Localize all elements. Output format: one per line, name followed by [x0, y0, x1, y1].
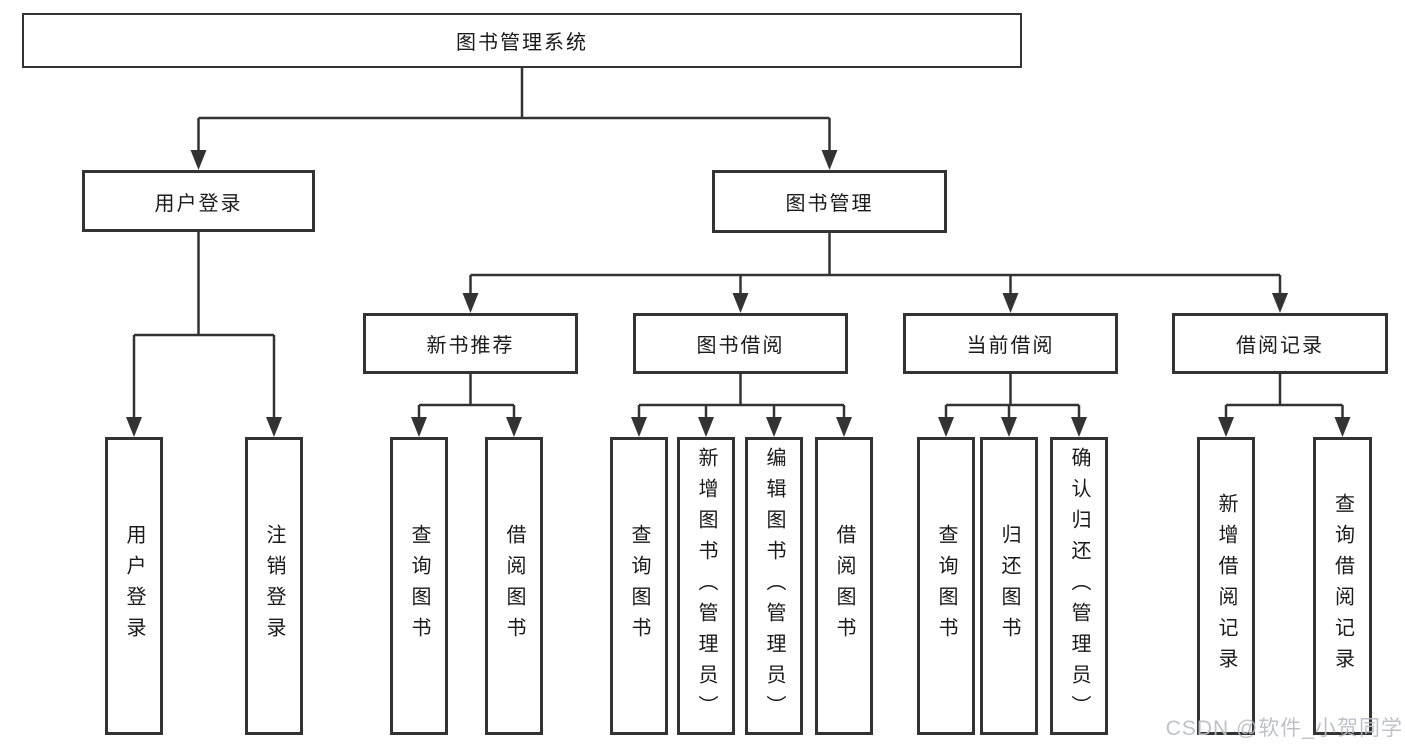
- leaf-query-borrow-record-label: 查询借阅记录: [1331, 493, 1354, 679]
- leaf-query-books-current: 查询图书: [917, 437, 975, 735]
- leaf-confirm-return-admin: 确认归还（管理员）: [1050, 437, 1108, 735]
- leaf-return-books-label: 归还图书: [998, 524, 1020, 648]
- leaf-user-login: 用户登录: [105, 437, 163, 735]
- connector-root-to-level2: [197, 68, 831, 152]
- leaf-edit-books-admin-label: 编辑图书（管理员）: [763, 446, 785, 726]
- leaf-add-borrow-record: 新增借阅记录: [1197, 437, 1255, 735]
- leaf-logout-label: 注销登录: [263, 524, 285, 648]
- leaf-logout: 注销登录: [245, 437, 303, 735]
- leaf-confirm-return-admin-label: 确认归还（管理员）: [1068, 446, 1090, 726]
- leaf-user-login-label: 用户登录: [123, 524, 145, 648]
- connector-book-mgmt-to-level3: [469, 233, 1282, 296]
- leaf-query-borrow-record: 查询借阅记录: [1313, 437, 1372, 735]
- leaf-query-books-borrow: 查询图书: [610, 437, 668, 735]
- leaf-return-books: 归还图书: [980, 437, 1038, 735]
- leaf-add-books-admin: 新增图书（管理员）: [677, 437, 735, 735]
- leaf-query-books-recommend: 查询图书: [390, 437, 448, 735]
- connector-user-login-to-leaves: [132, 232, 276, 420]
- connector-borrow-records-to-leaves: [1224, 374, 1344, 420]
- leaf-query-books-borrow-label: 查询图书: [628, 524, 650, 648]
- leaf-edit-books-admin: 编辑图书（管理员）: [745, 437, 803, 735]
- leaf-query-books-recommend-label: 查询图书: [408, 524, 430, 648]
- connector-new-book-to-leaves: [417, 374, 516, 420]
- leaf-borrow-books-label: 借阅图书: [833, 524, 855, 648]
- leaf-query-books-current-label: 查询图书: [935, 524, 957, 648]
- node-book-management: 图书管理: [712, 170, 947, 233]
- leaf-borrow-books: 借阅图书: [815, 437, 873, 735]
- csdn-watermark: CSDN @软件_小贺同学: [1165, 717, 1403, 740]
- node-book-borrow: 图书借阅: [633, 313, 848, 374]
- leaf-borrow-books-recommend-label: 借阅图书: [503, 524, 525, 648]
- connector-current-borrow-to-leaves: [944, 374, 1081, 420]
- node-borrow-records: 借阅记录: [1172, 313, 1388, 374]
- leaf-borrow-books-recommend: 借阅图书: [485, 437, 543, 735]
- node-current-borrow: 当前借阅: [903, 313, 1118, 374]
- node-library-management-system: 图书管理系统: [22, 13, 1022, 68]
- node-new-book-recommend: 新书推荐: [363, 313, 578, 374]
- node-user-login: 用户登录: [82, 170, 315, 232]
- leaf-add-borrow-record-label: 新增借阅记录: [1215, 493, 1237, 679]
- connector-book-borrow-to-leaves: [637, 374, 846, 420]
- leaf-add-books-admin-label: 新增图书（管理员）: [695, 446, 717, 726]
